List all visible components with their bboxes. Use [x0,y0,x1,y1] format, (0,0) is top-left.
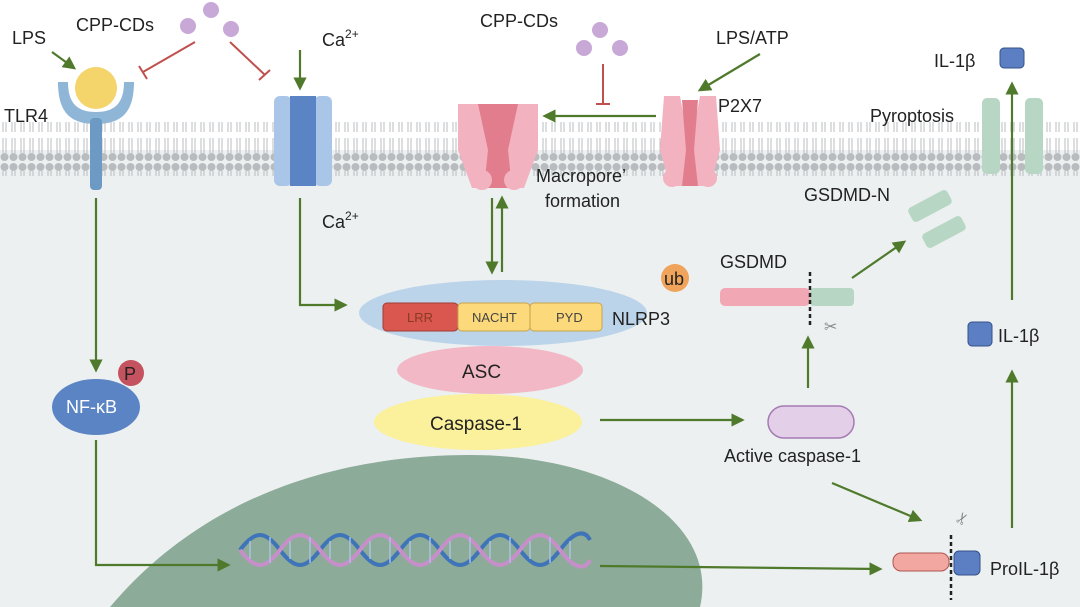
il1b-top-label: IL-1β [934,51,975,71]
cpp-cds-particles-left [180,2,239,37]
ca-top-label: Ca2+ [322,27,359,50]
nfkb-oval [52,379,140,435]
gsdmd-n-fragments [908,190,966,248]
gsdmd-n-label: GSDMD-N [804,185,890,205]
lrr-label: LRR [407,310,433,325]
proil1b-label: ProIL-1β [990,559,1059,579]
nfkb-label: NF-κB [66,397,117,417]
caspase1-label: Caspase-1 [430,414,522,435]
il1b-mature-box [967,321,993,347]
asc-label: ASC [462,362,501,383]
caspase1-oval [374,394,582,450]
cpp-cds-left-label: CPP-CDs [76,15,154,35]
extracellular-region [0,0,1080,125]
calcium-channel [274,96,332,186]
il1b-secreted-box [999,47,1025,69]
pyd-domain [529,302,603,332]
ub-badge [661,264,689,292]
proil1b-protein [892,535,981,600]
asc-oval [397,346,583,394]
il1b-mid-label: IL-1β [998,326,1039,346]
p2x7-receptor [660,96,720,187]
ca-bottom-label: Ca2+ [322,209,359,232]
cpp-cds-particles-right [576,22,628,56]
pyroptosis-pore [982,98,1043,174]
tlr4-label: TLR4 [4,106,48,126]
nucleus [110,455,703,607]
dna-helix [238,531,592,569]
lps-atp-label: LPS/ATP [716,28,789,48]
inhibition-lines [138,41,610,105]
ub-label: ub [664,269,684,289]
macropore [458,104,538,190]
lps-label: LPS [12,28,46,48]
cpp-cds-right-label: CPP-CDs [480,11,558,31]
phospho-label: P [124,364,136,384]
cell-membrane [0,122,1080,176]
gsdmd-protein [720,272,854,326]
activation-arrows [51,50,1019,576]
phospho-badge [118,360,144,386]
nlrp3-label: NLRP3 [612,309,670,329]
active-caspase1-capsule [767,405,855,439]
nacht-label: NACHT [472,310,517,325]
scissors-gsdmd-icon: ✂ [824,317,837,336]
macropore-label-line2: formation [545,191,620,211]
active-caspase1-label: Active caspase-1 [724,446,861,466]
macropore-label-line1: Macropore’ [536,166,626,186]
p2x7-label: P2X7 [718,96,762,116]
gsdmd-label: GSDMD [720,252,787,272]
pyroptosis-label: Pyroptosis [870,106,954,126]
tlr4-receptor [58,67,134,190]
pyd-label: PYD [556,310,583,325]
